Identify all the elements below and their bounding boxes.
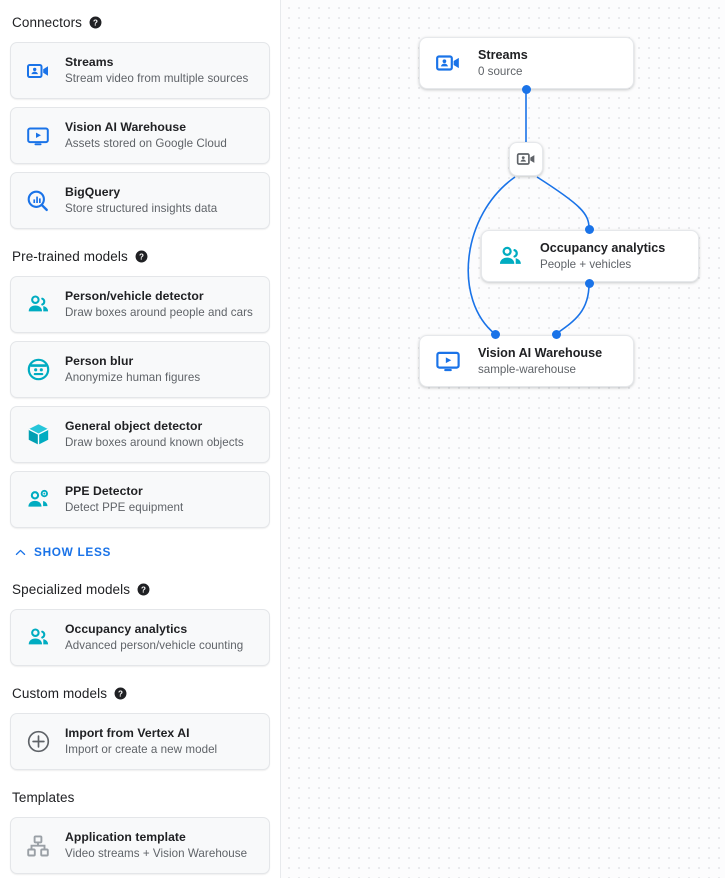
- card-text: Import from Vertex AI Import or create a…: [65, 726, 217, 757]
- palette-card-general-object-detector[interactable]: General object detector Draw boxes aroun…: [10, 406, 270, 463]
- node-text: Streams 0 source: [478, 47, 528, 79]
- section-title: Specialized models: [12, 581, 131, 597]
- node-subtitle: 0 source: [478, 65, 523, 78]
- palette-card-occupancy-analytics[interactable]: Occupancy analytics Advanced person/vehi…: [10, 609, 270, 666]
- bigquery-search-chart-icon: [25, 188, 51, 214]
- card-title: Application template: [65, 830, 186, 844]
- card-text: Vision AI Warehouse Assets stored on Goo…: [65, 120, 227, 151]
- pipeline-canvas[interactable]: Streams 0 source Occupancy analytics Peo…: [281, 0, 725, 878]
- svg-text:?: ?: [118, 689, 123, 698]
- palette-card-person-vehicle-detector[interactable]: Person/vehicle detector Draw boxes aroun…: [10, 276, 270, 333]
- account-tree-icon: [25, 833, 51, 859]
- edge-splitter-to-warehouse: [467, 176, 516, 335]
- edge-layer: [467, 89, 590, 335]
- card-subtitle: Stream video from multiple sources: [65, 72, 249, 85]
- palette-card-ppe-detector[interactable]: PPE Detector Detect PPE equipment: [10, 471, 270, 528]
- component-palette-sidebar: Connectors ? Streams Stream video from m…: [0, 0, 281, 878]
- card-title: Streams: [65, 55, 114, 69]
- palette-card-import-from-vertex-ai[interactable]: Import from Vertex AI Import or create a…: [10, 713, 270, 770]
- port-streams-output[interactable]: [522, 85, 531, 94]
- palette-card-bigquery[interactable]: BigQuery Store structured insights data: [10, 172, 270, 229]
- card-title: BigQuery: [65, 185, 121, 199]
- node-subtitle: People + vehicles: [540, 258, 632, 271]
- section-title: Custom models: [12, 685, 108, 701]
- node-text: Occupancy analytics People + vehicles: [540, 240, 665, 272]
- node-text: Vision AI Warehouse sample-warehouse: [478, 345, 602, 377]
- card-title: Person blur: [65, 354, 134, 368]
- palette-card-application-template[interactable]: Application template Video streams + Vis…: [10, 817, 270, 874]
- card-text: Application template Video streams + Vis…: [65, 830, 247, 861]
- card-subtitle: Video streams + Vision Warehouse: [65, 847, 248, 860]
- card-title: PPE Detector: [65, 484, 143, 498]
- section-title: Pre-trained models: [12, 248, 128, 264]
- card-subtitle: Detect PPE equipment: [65, 501, 184, 514]
- svg-text:?: ?: [93, 18, 98, 27]
- chevron-up-icon: [15, 549, 26, 555]
- help-icon[interactable]: ?: [89, 16, 102, 29]
- section-header-pre-trained-models: Pre-trained models ?: [10, 245, 270, 267]
- canvas-node-streams[interactable]: Streams 0 source: [419, 37, 634, 89]
- show-less-label: SHOW LESS: [34, 545, 112, 559]
- card-subtitle: Draw boxes around people and cars: [65, 306, 253, 319]
- card-text: PPE Detector Detect PPE equipment: [65, 484, 183, 515]
- palette-card-streams[interactable]: Streams Stream video from multiple sourc…: [10, 42, 270, 99]
- card-subtitle: Import or create a new model: [65, 743, 218, 756]
- card-subtitle: Assets stored on Google Cloud: [65, 137, 227, 150]
- node-subtitle: sample-warehouse: [478, 363, 576, 376]
- people-group-icon: [25, 625, 51, 651]
- help-icon[interactable]: ?: [137, 583, 150, 596]
- port-warehouse-input-left[interactable]: [491, 330, 500, 339]
- card-text: Person/vehicle detector Draw boxes aroun…: [65, 289, 253, 320]
- card-title: General object detector: [65, 419, 203, 433]
- node-title: Vision AI Warehouse: [478, 346, 603, 360]
- card-text: Person blur Anonymize human figures: [65, 354, 200, 385]
- edge-occupancy-to-warehouse: [555, 283, 590, 335]
- card-text: Streams Stream video from multiple sourc…: [65, 55, 248, 86]
- node-title: Streams: [478, 48, 528, 62]
- section-title: Templates: [12, 789, 75, 805]
- port-occupancy-input[interactable]: [585, 225, 594, 234]
- card-subtitle: Advanced person/vehicle counting: [65, 639, 244, 652]
- card-title: Import from Vertex AI: [65, 726, 190, 740]
- card-text: General object detector Draw boxes aroun…: [65, 419, 244, 450]
- port-occupancy-output[interactable]: [585, 279, 594, 288]
- canvas-node-splitter[interactable]: [509, 142, 543, 176]
- section-header-custom-models: Custom models ?: [10, 682, 270, 704]
- people-group-icon: [496, 242, 524, 270]
- svg-text:?: ?: [139, 252, 144, 261]
- people-group-icon: [25, 292, 51, 318]
- svg-text:?: ?: [141, 585, 146, 594]
- palette-card-vision-ai-warehouse[interactable]: Vision AI Warehouse Assets stored on Goo…: [10, 107, 270, 164]
- node-title: Occupancy analytics: [540, 241, 666, 255]
- video-monitor-play-icon: [434, 347, 462, 375]
- port-warehouse-input-right[interactable]: [552, 330, 561, 339]
- video-camera-person-icon: [25, 58, 51, 84]
- section-header-specialized-models: Specialized models ?: [10, 578, 270, 600]
- card-subtitle: Anonymize human figures: [65, 371, 201, 384]
- card-text: BigQuery Store structured insights data: [65, 185, 217, 216]
- section-title: Connectors: [12, 14, 83, 30]
- help-icon[interactable]: ?: [114, 687, 127, 700]
- person-face-blur-icon: [25, 357, 51, 383]
- ppe-person-gear-icon: [25, 487, 51, 513]
- cube-box-icon: [25, 422, 51, 448]
- card-text: Occupancy analytics Advanced person/vehi…: [65, 622, 243, 653]
- video-camera-person-icon: [516, 153, 535, 165]
- edge-splitter-to-occupancy: [536, 176, 590, 229]
- card-title: Vision AI Warehouse: [65, 120, 187, 134]
- section-header-templates: Templates: [10, 786, 270, 808]
- canvas-node-occupancy-analytics[interactable]: Occupancy analytics People + vehicles: [481, 230, 699, 282]
- card-subtitle: Draw boxes around known objects: [65, 436, 244, 449]
- canvas-node-vision-ai-warehouse[interactable]: Vision AI Warehouse sample-warehouse: [419, 335, 634, 387]
- video-monitor-play-icon: [25, 123, 51, 149]
- show-less-toggle[interactable]: SHOW LESS: [14, 542, 270, 562]
- card-subtitle: Store structured insights data: [65, 202, 218, 215]
- help-icon[interactable]: ?: [135, 250, 148, 263]
- card-title: Occupancy analytics: [65, 622, 188, 636]
- card-title: Person/vehicle detector: [65, 289, 204, 303]
- plus-circle-icon: [25, 729, 51, 755]
- palette-card-person-blur[interactable]: Person blur Anonymize human figures: [10, 341, 270, 398]
- video-camera-person-icon: [434, 49, 462, 77]
- section-header-connectors: Connectors ?: [10, 11, 270, 33]
